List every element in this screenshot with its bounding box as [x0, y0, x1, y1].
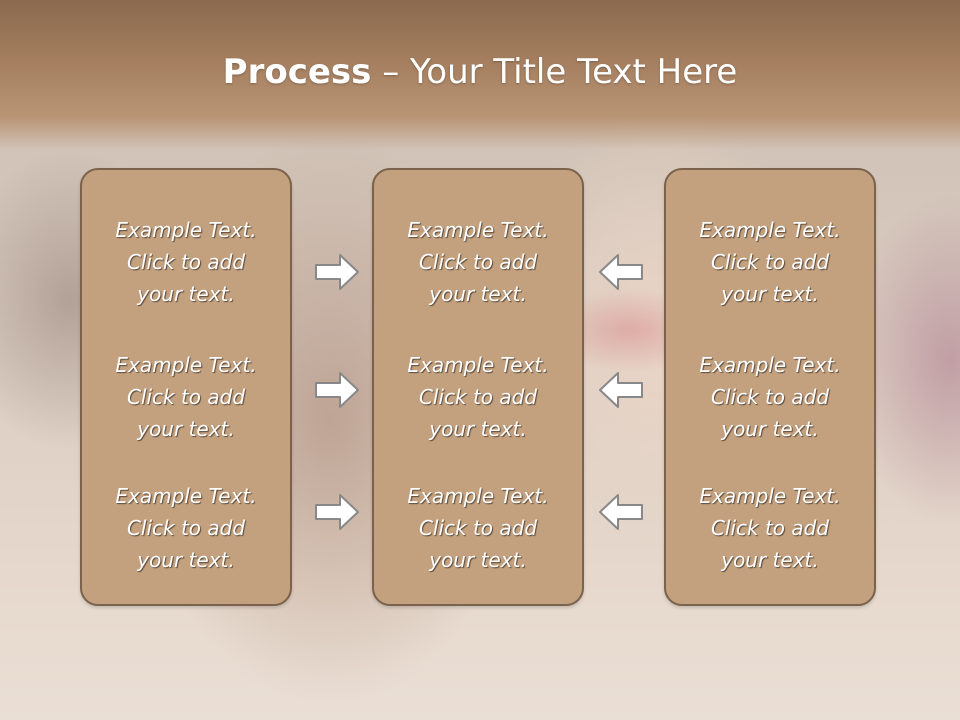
text-line: Example Text. [407, 353, 549, 377]
text-line: Click to add [418, 516, 538, 540]
text-line: your text. [721, 417, 819, 441]
text-line: your text. [429, 548, 527, 572]
text-block[interactable]: Example Text. Click to add your text. [666, 349, 874, 445]
text-line: Click to add [710, 385, 830, 409]
text-line: Click to add [126, 516, 246, 540]
text-line: Example Text. [699, 218, 841, 242]
text-line: Click to add [126, 250, 246, 274]
text-line: your text. [429, 417, 527, 441]
text-box-left[interactable]: Example Text. Click to add your text. Ex… [80, 168, 292, 606]
text-line: your text. [137, 282, 235, 306]
text-line: Example Text. [699, 484, 841, 508]
arrow-right-icon [315, 494, 359, 530]
text-block[interactable]: Example Text. Click to add your text. [666, 214, 874, 310]
text-line: Click to add [710, 516, 830, 540]
text-box-center[interactable]: Example Text. Click to add your text. Ex… [372, 168, 584, 606]
text-line: Click to add [418, 250, 538, 274]
text-line: your text. [429, 282, 527, 306]
text-line: Click to add [126, 385, 246, 409]
text-block[interactable]: Example Text. Click to add your text. [82, 349, 290, 445]
header-band [0, 0, 960, 150]
text-line: Click to add [710, 250, 830, 274]
text-line: Example Text. [407, 484, 549, 508]
text-line: Example Text. [115, 484, 257, 508]
text-line: your text. [137, 417, 235, 441]
text-block[interactable]: Example Text. Click to add your text. [82, 480, 290, 576]
text-block[interactable]: Example Text. Click to add your text. [82, 214, 290, 310]
arrow-right-icon [315, 372, 359, 408]
text-line: Example Text. [115, 353, 257, 377]
text-block[interactable]: Example Text. Click to add your text. [666, 480, 874, 576]
arrow-right-icon [315, 254, 359, 290]
text-line: Example Text. [699, 353, 841, 377]
title-text: Your Title Text Here [410, 52, 738, 92]
text-line: your text. [721, 282, 819, 306]
title-bold: Process [222, 52, 372, 92]
slide-title[interactable]: Process – Your Title Text Here [0, 52, 960, 92]
text-line: Example Text. [407, 218, 549, 242]
text-line: your text. [137, 548, 235, 572]
text-block[interactable]: Example Text. Click to add your text. [374, 349, 582, 445]
text-line: Example Text. [115, 218, 257, 242]
arrow-left-icon [599, 372, 643, 408]
text-block[interactable]: Example Text. Click to add your text. [374, 214, 582, 310]
text-box-right[interactable]: Example Text. Click to add your text. Ex… [664, 168, 876, 606]
text-block[interactable]: Example Text. Click to add your text. [374, 480, 582, 576]
arrow-left-icon [599, 254, 643, 290]
text-line: your text. [721, 548, 819, 572]
text-line: Click to add [418, 385, 538, 409]
title-separator: – [371, 52, 411, 92]
arrow-left-icon [599, 494, 643, 530]
